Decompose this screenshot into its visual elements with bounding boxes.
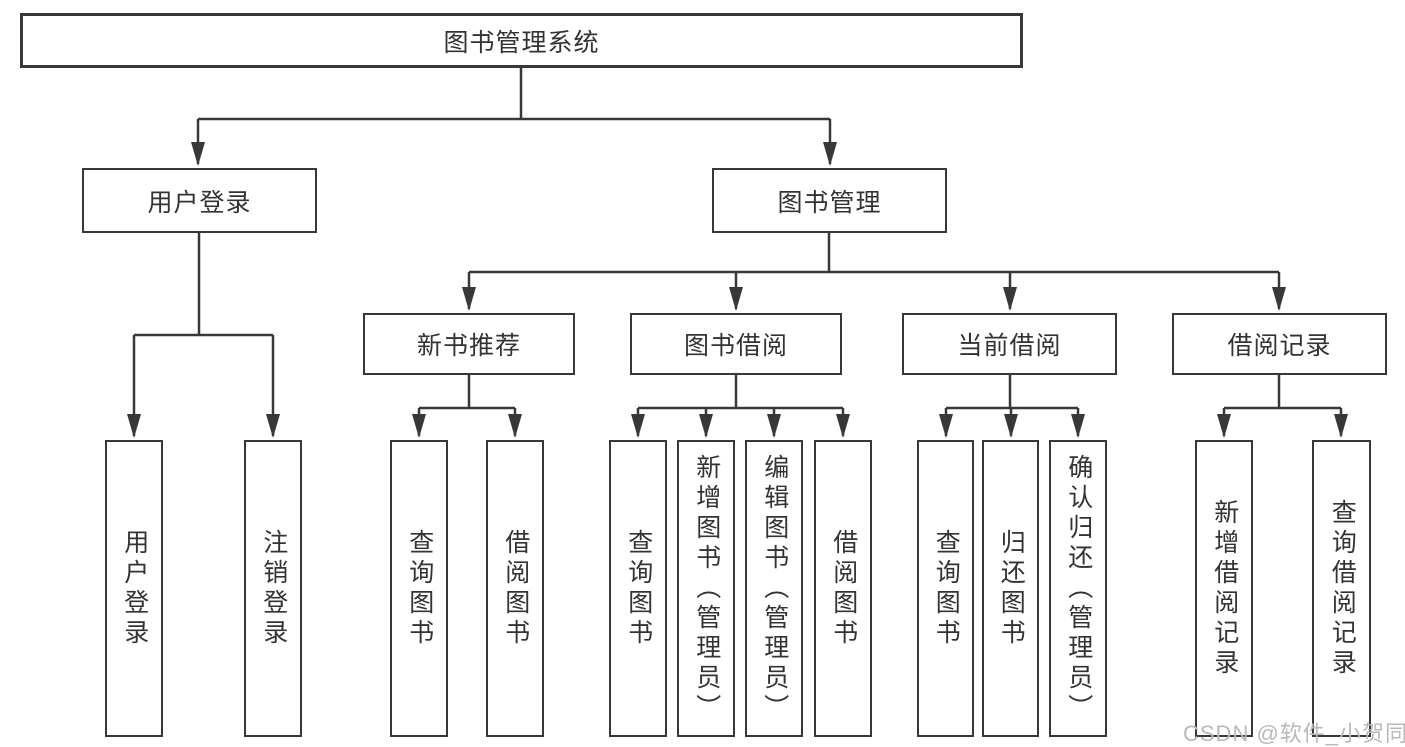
leaf-query-borrow-record: 查询借阅记录 <box>1312 440 1371 737</box>
leaf-query-book-under-recommend: 查询图书 <box>390 440 448 737</box>
node-system-root: 图书管理系统 <box>20 13 1023 68</box>
node-label: 新书推荐 <box>416 332 521 360</box>
node-label: 借阅记录 <box>1227 332 1332 360</box>
leaf-label: 归还图书 <box>997 528 1026 649</box>
leaf-borrow-book-under-borrow: 借阅图书 <box>814 440 872 737</box>
node-book-management: 图书管理 <box>712 168 947 233</box>
leaf-add-book-admin: 新增图书（管理员） <box>677 440 735 737</box>
leaf-label: 查询图书 <box>405 528 434 649</box>
leaf-label: 查询图书 <box>624 528 653 649</box>
leaf-label: 编辑图书（管理员） <box>760 453 789 724</box>
leaf-label: 注销登录 <box>259 528 288 649</box>
leaf-label: 用户登录 <box>120 528 149 649</box>
leaf-label: 查询借阅记录 <box>1328 498 1357 679</box>
node-current-borrow: 当前借阅 <box>902 313 1117 375</box>
leaf-label: 借阅图书 <box>501 528 530 649</box>
csdn-watermark: CSDN @软件_小贺同学 <box>1183 721 1405 746</box>
node-borrow-records: 借阅记录 <box>1172 313 1387 375</box>
node-label: 当前借阅 <box>957 332 1062 360</box>
leaf-label: 新增图书（管理员） <box>692 453 721 724</box>
node-label: 图书管理 <box>777 188 882 217</box>
leaf-label: 查询图书 <box>932 528 961 649</box>
leaf-borrow-book-under-recommend: 借阅图书 <box>486 440 544 737</box>
leaf-return-book: 归还图书 <box>982 440 1039 737</box>
node-label: 图书管理系统 <box>443 28 600 57</box>
leaf-edit-book-admin: 编辑图书（管理员） <box>745 440 803 737</box>
leaf-query-book-under-borrow: 查询图书 <box>609 440 667 737</box>
leaf-confirm-return-admin: 确认归还（管理员） <box>1049 440 1107 737</box>
leaf-label: 确认归还（管理员） <box>1064 453 1093 724</box>
node-user-login: 用户登录 <box>82 168 317 233</box>
node-label: 图书借阅 <box>683 332 788 360</box>
node-book-borrow: 图书借阅 <box>630 313 842 375</box>
leaf-logout: 注销登录 <box>244 440 302 737</box>
node-new-book-recommend: 新书推荐 <box>363 313 575 375</box>
leaf-label: 新增借阅记录 <box>1210 498 1239 679</box>
leaf-user-login: 用户登录 <box>105 440 163 737</box>
leaf-add-borrow-record: 新增借阅记录 <box>1195 440 1253 737</box>
leaf-query-book-under-current: 查询图书 <box>917 440 974 737</box>
leaf-label: 借阅图书 <box>829 528 858 649</box>
node-label: 用户登录 <box>147 188 252 217</box>
